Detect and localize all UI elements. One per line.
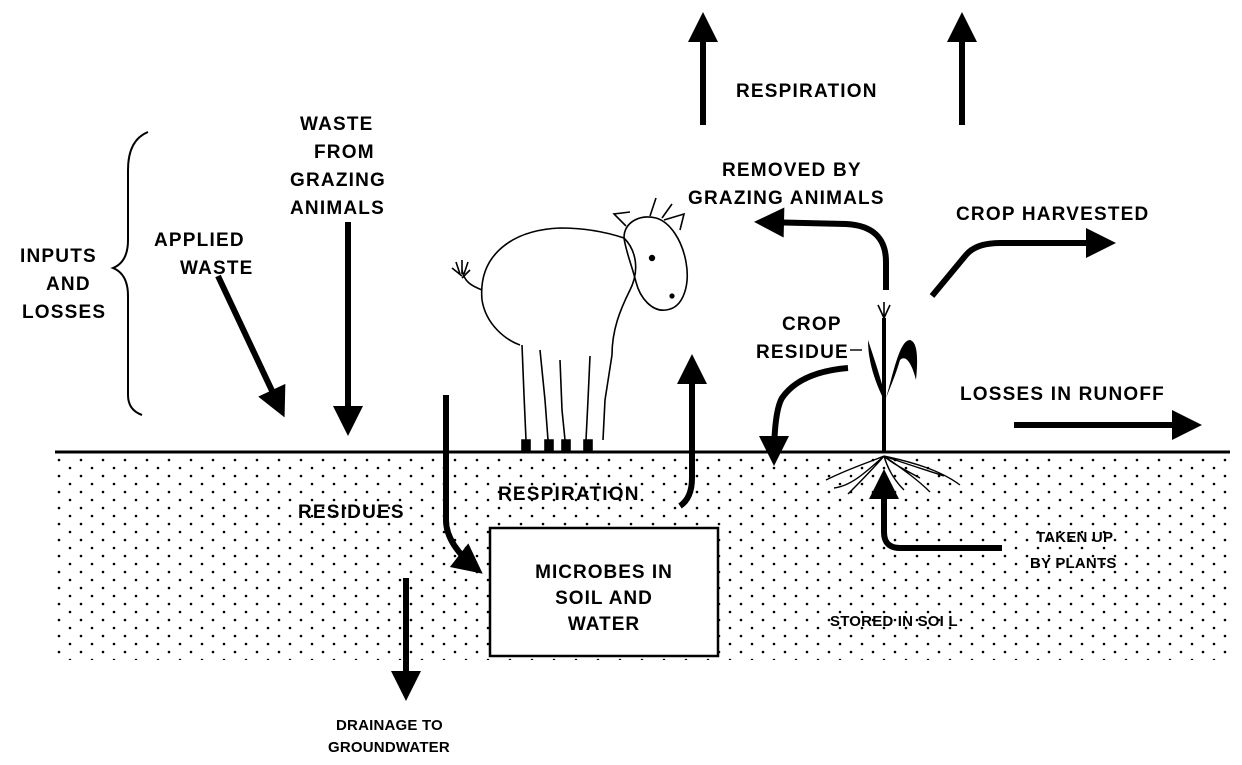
soil-respiration-label: RESPIRATION <box>498 484 640 505</box>
crop-residue-arrow <box>774 368 848 460</box>
applied-waste-label-2: WASTE <box>180 258 254 279</box>
cow-illustration <box>452 198 687 452</box>
crop-harvested-label: CROP HARVESTED <box>956 204 1149 225</box>
residues-label: RESIDUES <box>298 502 405 523</box>
respiration-top-label: RESPIRATION <box>736 81 878 102</box>
microbes-label-1: MICROBES IN <box>535 562 673 583</box>
stored-in-soil-label: STORED IN SOI L <box>830 613 958 630</box>
grazing-waste-label-4: ANIMALS <box>290 198 385 219</box>
removed-label-1: REMOVED BY <box>722 160 862 181</box>
losses-runoff-label: LOSSES IN RUNOFF <box>960 384 1165 405</box>
crop-residue-label-1: CROP <box>782 314 842 335</box>
removed-by-grazing-arrow <box>760 222 886 290</box>
microbes-label-3: WATER <box>568 614 640 635</box>
microbes-label-2: SOIL AND <box>555 588 653 609</box>
drainage-label-1: DRAINAGE TO <box>336 717 443 734</box>
inputs-label-1: INPUTS <box>20 246 97 267</box>
removed-label-2: GRAZING ANIMALS <box>688 188 885 209</box>
taken-up-label-2: BY PLANTS <box>1030 555 1117 572</box>
grazing-waste-label-2: FROM <box>314 142 375 163</box>
crop-residue-label-2: RESIDUE <box>756 342 849 363</box>
inputs-label-3: LOSSES <box>22 302 106 323</box>
grazing-waste-label-3: GRAZING <box>290 170 386 191</box>
taken-up-label-1: TAKEN UP <box>1036 529 1113 546</box>
applied-waste-arrow <box>218 276 282 412</box>
grazing-waste-label-1: WASTE <box>300 114 374 135</box>
crop-harvested-arrow <box>932 243 1110 296</box>
inputs-label-2: AND <box>46 274 91 295</box>
drainage-label-2: GROUNDWATER <box>328 739 450 756</box>
applied-waste-label-1: APPLIED <box>154 230 245 251</box>
inputs-losses-brace <box>113 132 148 415</box>
